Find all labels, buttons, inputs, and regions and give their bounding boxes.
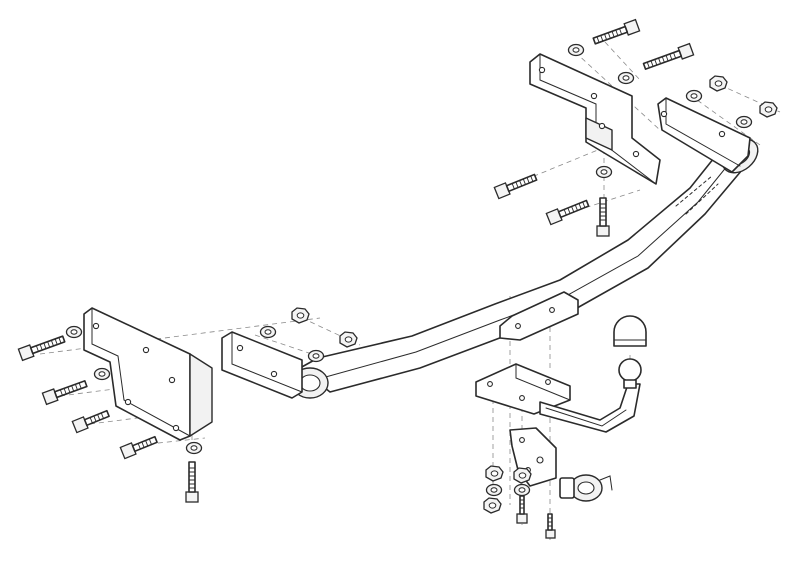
bolt-left-2: [41, 380, 88, 406]
tow-ball: [618, 358, 642, 389]
bolt-upper-2: [642, 42, 695, 70]
bolt-center-2: [545, 199, 590, 226]
bolt-left-1: [17, 335, 66, 362]
ball-cover-cap: [613, 315, 647, 347]
bolt-lower-1: [516, 495, 528, 524]
left-side-bracket: [221, 331, 303, 399]
electrical-socket: [559, 474, 613, 502]
upper-right-mounting-plate: [529, 53, 661, 185]
right-side-bracket: [657, 97, 751, 173]
main-crossbar-tube: [291, 138, 759, 399]
bolt-left-4: [119, 435, 158, 460]
bolt-lower-2: [545, 513, 556, 539]
bolt-upper-1: [592, 18, 641, 45]
bolt-center-1: [493, 173, 538, 200]
gooseneck-tow-arm: [539, 383, 641, 433]
center-tow-plate: [475, 291, 579, 415]
bolt-center-vertical: [596, 197, 610, 237]
bolt-left-3: [71, 409, 110, 434]
bolt-left-vertical: [185, 461, 199, 503]
left-vehicle-bracket: [83, 307, 213, 441]
bolt-set: [17, 18, 695, 539]
